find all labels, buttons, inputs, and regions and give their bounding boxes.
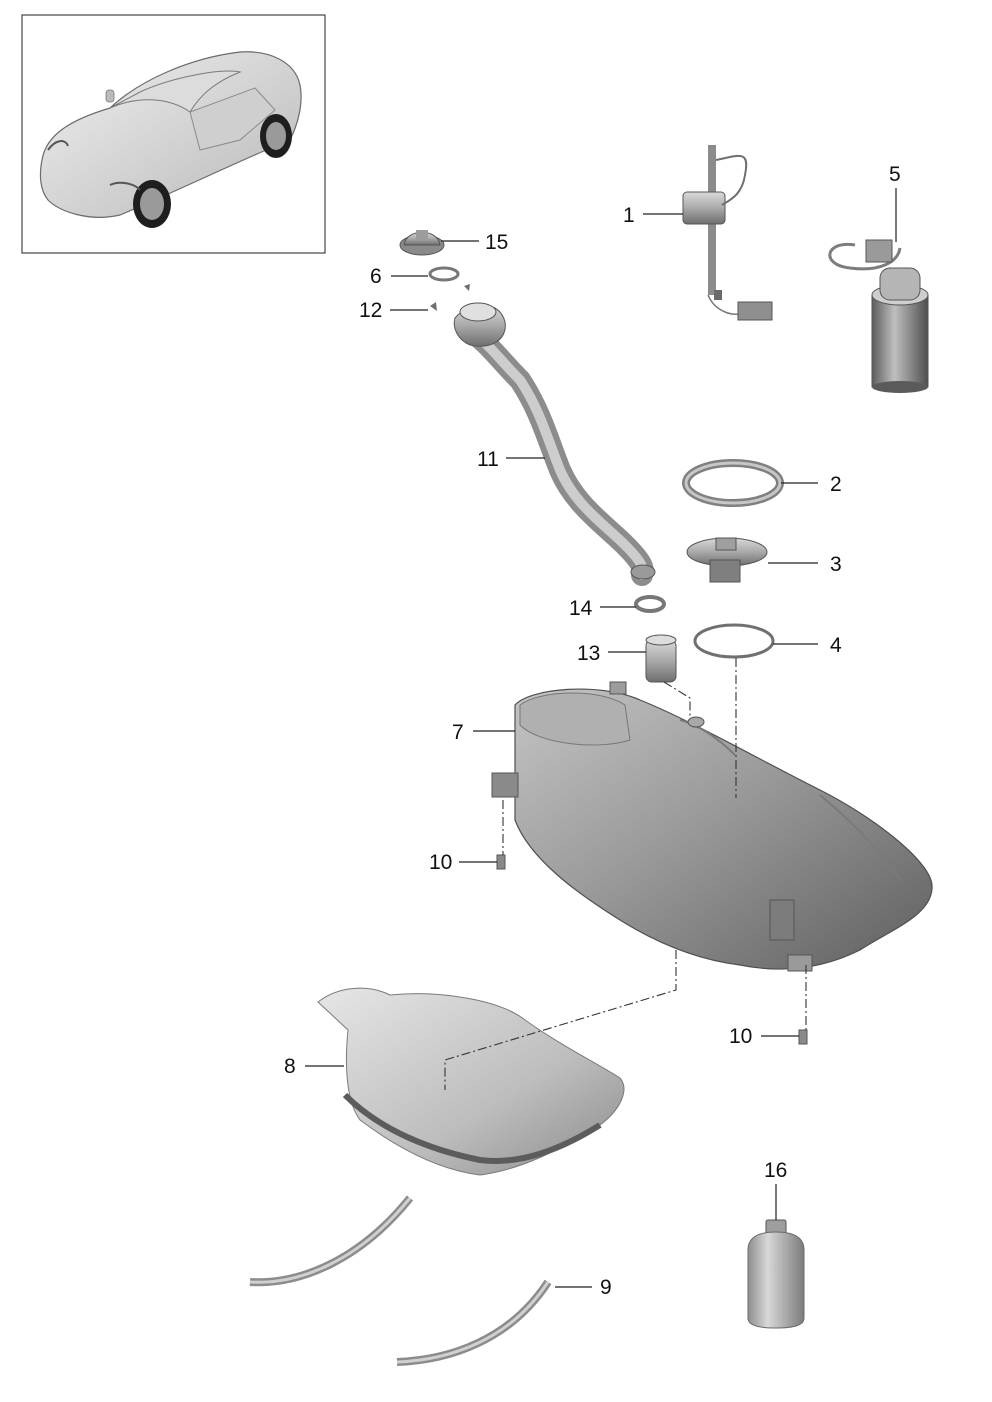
callout-1: 1: [623, 204, 635, 227]
part-9-strap-left: [249, 1195, 414, 1287]
part-6-o-ring: [428, 266, 460, 282]
callout-2: 2: [830, 473, 842, 496]
callout-3: 3: [830, 553, 842, 576]
part-9-strap-right: [396, 1279, 552, 1366]
callout-13: 13: [577, 642, 600, 665]
callout-10-upper: 10: [429, 851, 452, 874]
part-10-bolt-lower: [798, 1029, 808, 1045]
callout-16: 16: [764, 1159, 787, 1182]
part-3-flange: [686, 537, 768, 583]
callout-12: 12: [359, 299, 382, 322]
car-illustration: [39, 51, 302, 228]
part-8-heat-shield: [317, 987, 625, 1176]
callout-15: 15: [485, 231, 508, 254]
callout-6: 6: [370, 265, 382, 288]
part-13-coupling: [645, 634, 677, 683]
part-16-bottle: [747, 1219, 805, 1329]
part-10-bolt-upper: [496, 854, 506, 870]
callout-8: 8: [284, 1055, 296, 1078]
part-15-vent-valve: [399, 230, 445, 256]
part-12-clip: [430, 284, 470, 311]
part-14-hose-clamp: [634, 595, 666, 613]
callout-10-lower: 10: [729, 1025, 752, 1048]
callout-14: 14: [569, 597, 593, 620]
assembly-lines: [444, 658, 807, 1090]
callout-5: 5: [889, 163, 901, 186]
vehicle-inset: [21, 14, 326, 254]
callout-4: 4: [830, 634, 842, 657]
callout-9: 9: [600, 1276, 612, 1299]
part-4-seal: [693, 623, 775, 659]
part-7-fuel-tank: [491, 681, 933, 972]
callout-11: 11: [477, 448, 499, 471]
part-1-level-sender: [682, 145, 773, 321]
part-11-filler-neck: [453, 302, 656, 586]
callout-7: 7: [452, 721, 464, 744]
leader-lines: [305, 188, 897, 1288]
callouts: 1 2 3 4 5 6 7 8 9 10 10 11 12 13 14 15 1…: [284, 163, 901, 1299]
part-2-clamping-ring: [682, 459, 784, 507]
part-5-fuel-pump: [828, 239, 929, 393]
